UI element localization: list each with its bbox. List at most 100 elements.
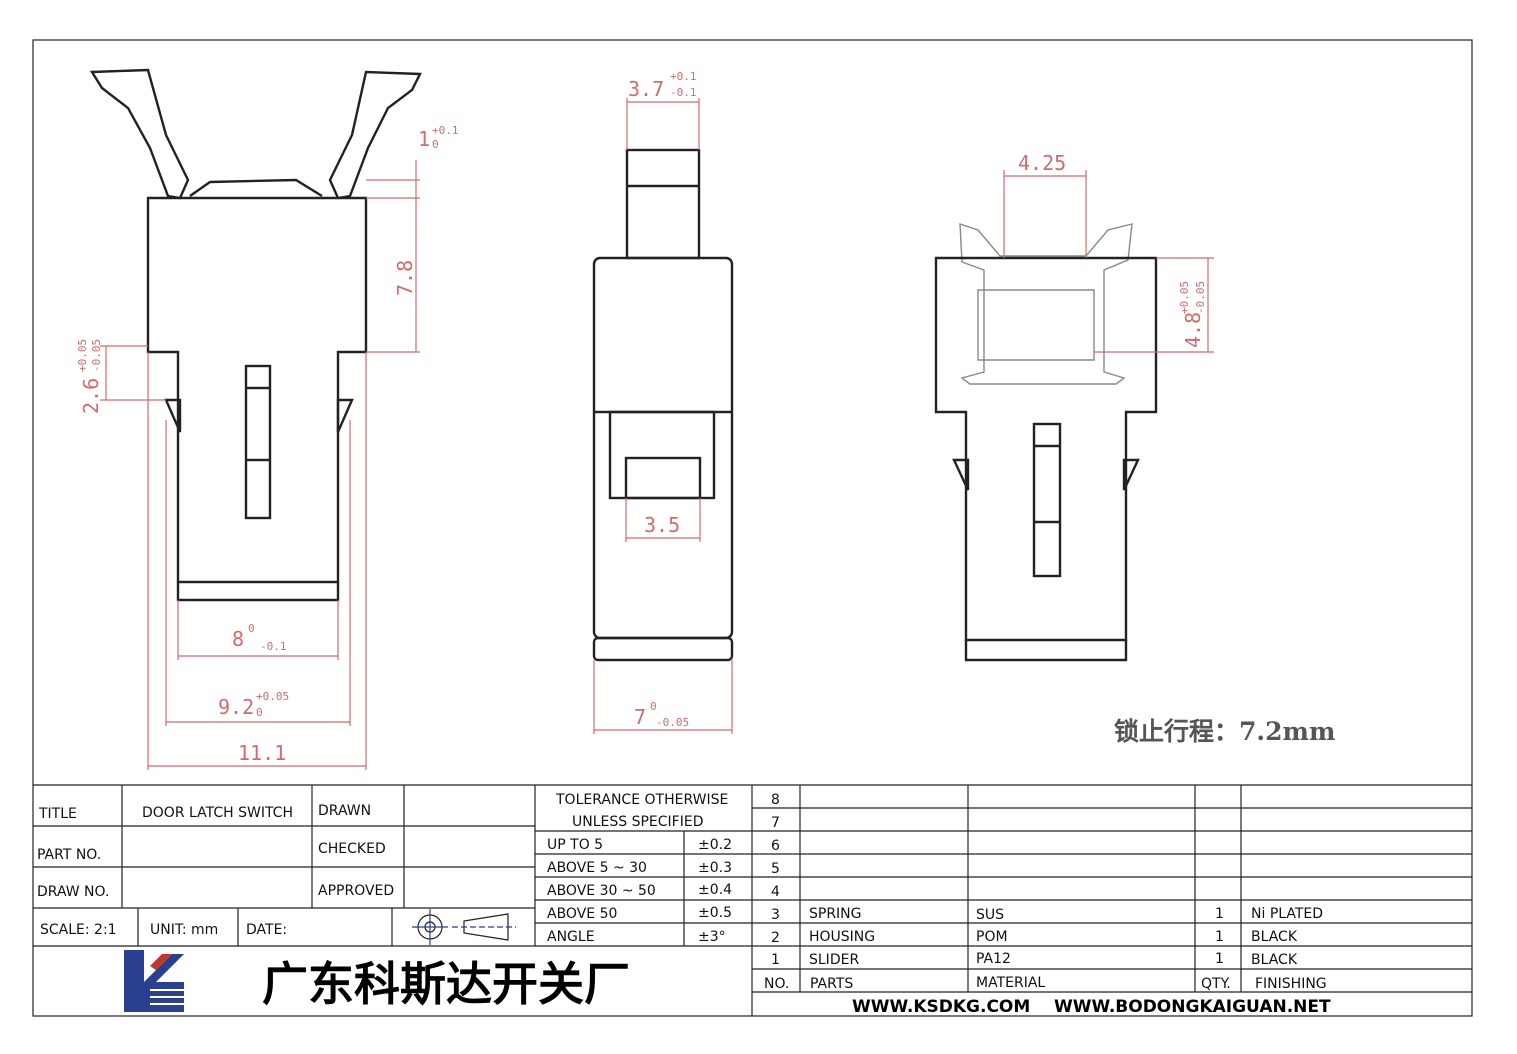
bom-no: 3 <box>771 907 780 923</box>
dim-body-width-upper: 0 <box>650 700 657 713</box>
dim-top-offset-lower: 0 <box>432 138 439 151</box>
tolerance-range: ANGLE <box>547 929 595 945</box>
unit-label: UNIT: mm <box>150 922 218 938</box>
tolerance-header-1: TOLERANCE OTHERWISE <box>555 792 728 808</box>
dim-top-offset-upper: +0.1 <box>432 124 459 137</box>
left-spring-arm <box>89 68 190 200</box>
bom-header-no: NO. <box>764 976 789 992</box>
slider-slot <box>244 364 272 520</box>
dim-frame-height-upper: +0.05 <box>1178 281 1191 314</box>
dim-slider-width: 3.7 <box>628 77 664 101</box>
right-view: 4.25 4.8 +0.05 -0.05 锁止行程：7.2mm <box>934 151 1335 746</box>
bom-header-finishing: FINISHING <box>1255 976 1327 992</box>
bom-part: HOUSING <box>809 929 875 945</box>
tolerance-header-2: UNLESS SPECIFIED <box>572 814 703 830</box>
date-label: DATE: <box>246 922 287 938</box>
bom-material: SUS <box>976 907 1004 923</box>
spring-frame-inner <box>977 289 1095 361</box>
bom-no: 1 <box>771 952 780 968</box>
checked-label: CHECKED <box>318 841 386 857</box>
dim-top-offset: 1 <box>418 127 430 151</box>
tolerance-range: ABOVE 30 ~ 50 <box>547 883 656 899</box>
body-outline <box>592 256 734 640</box>
bom-material: POM <box>976 929 1008 945</box>
dim-slider-width-upper: +0.1 <box>670 70 697 83</box>
spring-frame-outline <box>959 223 1133 385</box>
dim-frame-height-lower: -0.05 <box>1194 281 1207 314</box>
dim-mid-width-lower: 0 <box>256 706 263 719</box>
tolerance-value: ±0.3 <box>698 860 732 876</box>
dim-mid-width-upper: +0.05 <box>256 690 289 703</box>
left-view: 1 +0.1 0 7.8 2.6 +0.05 -0.05 8 0 -0.1 9.… <box>76 68 459 770</box>
bom-header-material: MATERIAL <box>976 975 1045 991</box>
dim-side-step-lower: -0.05 <box>90 339 103 372</box>
dim-slider-width-lower: -0.1 <box>670 86 697 99</box>
bom-row-number: 7 <box>771 815 780 831</box>
frame-body-outline <box>934 256 1158 642</box>
bom-no: 2 <box>771 930 780 946</box>
spring-base <box>189 178 323 198</box>
lock-travel-note: 锁止行程：7.2mm <box>1114 717 1335 746</box>
company-logo-icon <box>122 950 184 1012</box>
right-view-slot <box>1032 422 1062 578</box>
drawn-label: DRAWN <box>318 803 371 819</box>
dim-bottom-width-lower: -0.1 <box>260 640 287 653</box>
bom-qty: 1 <box>1215 929 1224 945</box>
right-view-left-rib <box>952 458 970 491</box>
bom-row-number: 6 <box>771 838 780 854</box>
scale-label: SCALE: 2:1 <box>40 922 117 938</box>
right-latch-rib <box>336 398 354 433</box>
slider-head <box>625 148 701 260</box>
dim-opening-width: 4.25 <box>1018 151 1066 175</box>
housing-outline <box>146 196 368 584</box>
projection-symbol-icon <box>412 909 516 945</box>
dim-side-step: 2.6 <box>79 378 103 414</box>
bom-finishing: BLACK <box>1251 952 1298 968</box>
frame-bottom <box>964 640 1128 662</box>
dim-body-width-lower: -0.05 <box>656 716 689 729</box>
tolerance-value: ±0.2 <box>698 837 732 853</box>
bom-finishing: BLACK <box>1251 929 1298 945</box>
bom-header-qty: QTY. <box>1201 976 1231 992</box>
bom-material: PA12 <box>976 951 1011 967</box>
company-name: 广东科斯达开关厂 <box>262 957 630 1011</box>
bom-part: SPRING <box>809 906 862 922</box>
tolerance-value: ±3° <box>698 929 726 945</box>
bom-qty: 1 <box>1215 906 1224 922</box>
dim-mid-width: 9.2 <box>218 695 254 719</box>
tolerance-range: ABOVE 50 <box>547 906 617 922</box>
bom-part: SLIDER <box>809 952 859 968</box>
bom-finishing: Ni PLATED <box>1251 906 1323 922</box>
right-view-right-rib <box>1122 458 1140 491</box>
title-value: DOOR LATCH SWITCH <box>142 805 293 821</box>
bom-row-number: 8 <box>771 792 780 808</box>
body-bottom <box>592 636 734 662</box>
bom-row-number: 5 <box>771 861 780 877</box>
dim-overall-width: 11.1 <box>238 741 286 765</box>
left-latch-rib <box>164 398 182 433</box>
bom-header-part: PARTS <box>810 976 853 992</box>
dim-frame-height: 4.8 <box>1181 312 1205 348</box>
right-spring-arm <box>328 70 422 200</box>
part-no-label: PART NO. <box>37 847 101 863</box>
tolerance-value: ±0.5 <box>698 905 732 921</box>
dim-housing-height: 7.8 <box>393 260 417 296</box>
tolerance-range: ABOVE 5 ~ 30 <box>547 860 647 876</box>
dim-bottom-width: 8 <box>232 627 244 651</box>
dim-side-step-upper: +0.05 <box>76 339 89 372</box>
window-inner <box>624 456 702 500</box>
website-urls: WWW.KSDKG.COM WWW.BODONGKAIGUAN.NET <box>852 997 1331 1017</box>
dim-body-width: 7 <box>634 705 646 729</box>
approved-label: APPROVED <box>318 883 394 899</box>
middle-view: 3.7 +0.1 -0.1 3.5 7 0 -0.05 <box>592 70 734 734</box>
tolerance-range: UP TO 5 <box>547 837 603 853</box>
dim-bottom-width-upper: 0 <box>248 622 255 635</box>
bom-qty: 1 <box>1215 951 1224 967</box>
bom-row-number: 4 <box>771 884 780 900</box>
title-label: TITLE <box>38 806 77 822</box>
draw-no-label: DRAW NO. <box>37 884 109 900</box>
tolerance-value: ±0.4 <box>698 882 732 898</box>
dim-window-width: 3.5 <box>644 513 680 537</box>
title-block: TITLE DOOR LATCH SWITCH DRAWN PART NO. C… <box>33 784 1472 1017</box>
